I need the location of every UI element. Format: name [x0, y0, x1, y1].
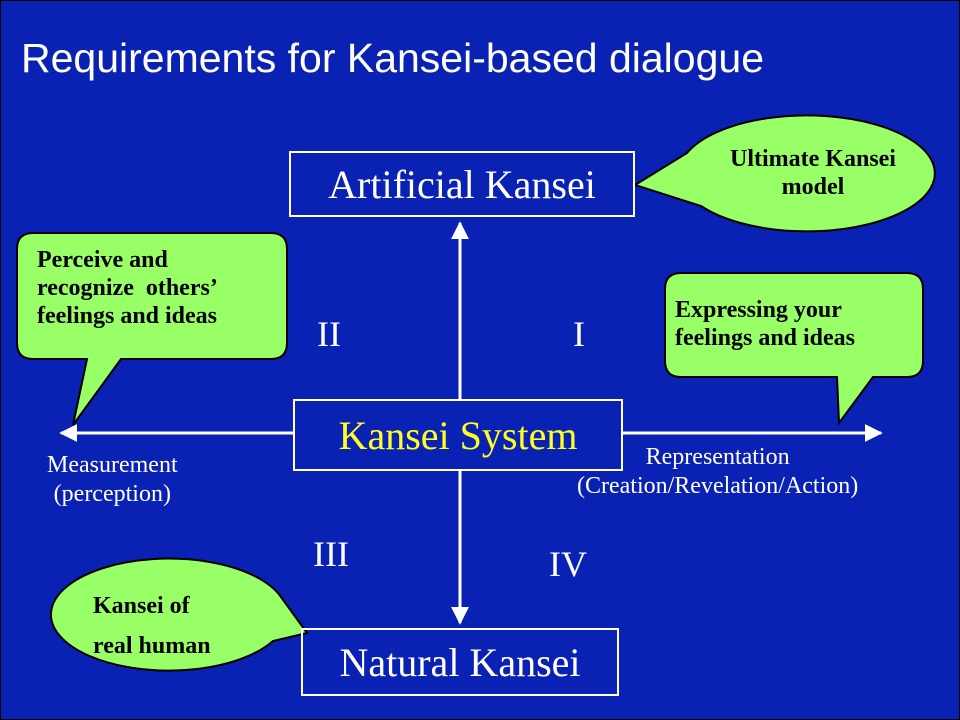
perceive-callout-line1: Perceive and	[37, 247, 168, 273]
kansei-system-box: Kansei System	[293, 399, 623, 471]
natural-kansei-label: Natural Kansei	[339, 639, 581, 685]
express-callout-line1: Expressing your	[675, 297, 842, 323]
real-human-callout-line2: real human	[93, 633, 211, 659]
quadrant-4-label: IV	[549, 544, 587, 584]
real-human-callout-text: Kansei of real human	[93, 586, 211, 666]
measurement-label: Measurement (perception)	[47, 451, 178, 509]
ultimate-callout-text: Ultimate Kansei model	[683, 145, 943, 201]
perceive-callout-line3: feelings and ideas	[37, 303, 218, 329]
artificial-kansei-label: Artificial Kansei	[328, 161, 596, 207]
representation-label-line1: Representation	[645, 444, 790, 470]
perceive-callout-line2: recognize others’	[37, 275, 218, 301]
measurement-label-line1: Measurement	[47, 452, 178, 478]
representation-label: Representation (Creation/Revelation/Acti…	[577, 443, 858, 501]
express-callout-text: Expressing your feelings and ideas	[675, 296, 855, 352]
quadrant-1-label: I	[573, 314, 585, 354]
perceive-callout-shape	[16, 232, 288, 426]
express-callout-line2: feelings and ideas	[675, 325, 856, 351]
real-human-callout-line1: Kansei of	[93, 593, 190, 619]
ultimate-callout-shape	[632, 114, 936, 233]
artificial-kansei-box: Artificial Kansei	[289, 151, 635, 217]
ultimate-callout-line2: model	[781, 174, 845, 200]
slide-title: Requirements for Kansei-based dialogue	[21, 35, 765, 81]
real-human-callout-shape	[49, 557, 309, 672]
quadrant-2-label: II	[317, 314, 341, 354]
kansei-system-label: Kansei System	[338, 412, 578, 458]
ultimate-callout-line1: Ultimate Kansei	[730, 146, 896, 172]
express-callout-shape	[664, 272, 924, 426]
perceive-callout-text: Perceive and recognize others’ feelings …	[37, 246, 218, 330]
natural-kansei-box: Natural Kansei	[301, 628, 619, 696]
measurement-label-line2: (perception)	[53, 481, 171, 507]
quadrant-3-label: III	[313, 534, 349, 574]
representation-label-line2: (Creation/Revelation/Action)	[577, 473, 859, 499]
